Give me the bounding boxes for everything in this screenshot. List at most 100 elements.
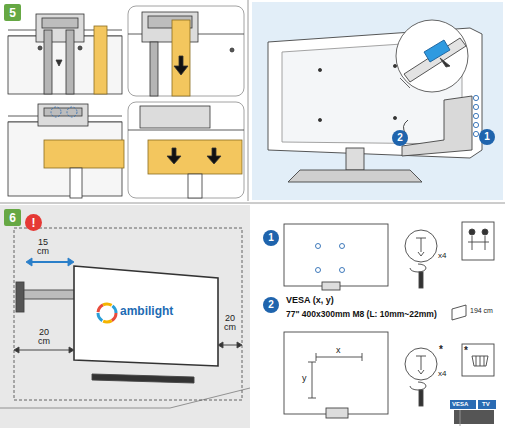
wall-scene bbox=[14, 347, 74, 353]
wall-scene bbox=[218, 342, 242, 348]
tv-back-vesa bbox=[472, 356, 488, 366]
bracket-view bbox=[44, 108, 82, 116]
tv-back-vesa bbox=[462, 344, 494, 376]
bracket-zoom bbox=[188, 174, 202, 198]
bracket-zoom bbox=[174, 56, 188, 75]
wall-scene bbox=[14, 228, 242, 400]
tv-back-vesa bbox=[478, 400, 496, 409]
bracket-zoom bbox=[150, 42, 158, 96]
node-text: 6 bbox=[9, 212, 16, 224]
tv-back bbox=[473, 131, 478, 136]
bracket-zoom bbox=[148, 140, 242, 174]
bracket-zoom bbox=[128, 6, 244, 96]
bracket-zoom bbox=[128, 6, 244, 96]
bracket-view bbox=[56, 60, 62, 66]
bracket-zoom bbox=[128, 102, 244, 198]
tv-back bbox=[424, 40, 450, 62]
tv-back bbox=[473, 95, 478, 100]
tv-back bbox=[473, 113, 478, 118]
icon-label: TV bbox=[482, 401, 490, 407]
quantity: x4 bbox=[438, 252, 446, 260]
tv-back-vesa bbox=[308, 398, 316, 399]
wall-scene bbox=[0, 388, 250, 408]
bracket-view bbox=[38, 104, 88, 126]
tv-back-holes bbox=[410, 264, 426, 272]
bracket-view bbox=[8, 14, 122, 94]
footnote-mark: * bbox=[439, 345, 443, 356]
tv-back-holes bbox=[284, 224, 388, 286]
bracket-view bbox=[42, 18, 78, 28]
wall-scene bbox=[16, 282, 24, 312]
tv-back bbox=[396, 20, 468, 92]
tv-back-vesa bbox=[450, 400, 476, 409]
tv-back bbox=[440, 58, 450, 67]
panel-background bbox=[0, 205, 250, 428]
wall-scene bbox=[24, 290, 76, 299]
tv-back-holes bbox=[468, 236, 489, 250]
tv-back bbox=[318, 118, 321, 121]
callout-number: 1 bbox=[263, 230, 279, 246]
tv-back bbox=[393, 64, 396, 67]
tv-back bbox=[268, 20, 482, 182]
spec-text: 77" 400x300mm M8 (L: 10mm~22mm) bbox=[286, 310, 437, 319]
wall-scene bbox=[74, 266, 218, 366]
bracket-zoom bbox=[230, 48, 234, 52]
tv-back bbox=[404, 38, 466, 82]
tv-back-vesa bbox=[410, 382, 426, 390]
tv-back-holes bbox=[416, 238, 426, 256]
tv-back bbox=[288, 170, 422, 182]
tv-back bbox=[268, 28, 482, 158]
tv-back-vesa bbox=[405, 348, 437, 380]
bracket-view bbox=[51, 107, 61, 117]
bracket-view bbox=[38, 46, 42, 50]
tv-back-holes bbox=[322, 282, 340, 290]
dimension: x bbox=[336, 346, 341, 355]
tv-back-holes bbox=[419, 272, 423, 288]
tv-back bbox=[473, 104, 478, 109]
bracket-view bbox=[44, 30, 52, 94]
bracket-view bbox=[94, 26, 107, 94]
dimension: 15 cm bbox=[36, 238, 50, 257]
dimension: 20 cm bbox=[223, 314, 237, 333]
bracket-view bbox=[66, 30, 74, 94]
tv-back-vesa bbox=[284, 305, 496, 426]
wall-scene bbox=[26, 258, 74, 266]
node-text: 2 bbox=[268, 300, 274, 310]
dimension: 194 cm bbox=[470, 307, 493, 314]
callout-number: 2 bbox=[263, 297, 279, 313]
tv-back-vesa bbox=[308, 362, 316, 363]
tv-back-holes bbox=[462, 222, 494, 260]
tv-back-vesa bbox=[312, 362, 313, 398]
tv-back-vesa bbox=[416, 356, 426, 374]
panel-background bbox=[252, 2, 503, 200]
tv-back-vesa bbox=[419, 390, 423, 406]
wall-scene bbox=[28, 261, 72, 263]
tv-back-holes bbox=[482, 229, 488, 235]
callout-number: 1 bbox=[479, 129, 495, 145]
tv-back bbox=[402, 96, 472, 156]
bracket-view bbox=[78, 46, 82, 50]
wall-scene bbox=[98, 304, 116, 322]
tv-back bbox=[346, 148, 364, 170]
wall-scene bbox=[16, 350, 72, 351]
wall-scene bbox=[98, 304, 116, 322]
dimension: y bbox=[302, 374, 307, 383]
tv-back bbox=[393, 116, 396, 119]
tv-back-vesa bbox=[362, 353, 363, 361]
tv-back-holes bbox=[340, 268, 345, 273]
icon-label: VESA bbox=[452, 401, 468, 407]
bracket-zoom bbox=[128, 130, 244, 131]
tv-back-holes bbox=[316, 244, 321, 249]
wall-scene bbox=[98, 304, 116, 322]
tv-back-vesa bbox=[452, 305, 466, 320]
tv-back-vesa bbox=[326, 408, 348, 418]
wall-scene bbox=[0, 228, 250, 408]
node-text: 1 bbox=[484, 132, 490, 142]
tv-back-vesa bbox=[460, 410, 461, 426]
wall-scene bbox=[92, 374, 194, 383]
quantity: x4 bbox=[438, 370, 446, 378]
tv-back-vesa bbox=[316, 357, 362, 358]
tv-back-holes bbox=[316, 268, 321, 273]
